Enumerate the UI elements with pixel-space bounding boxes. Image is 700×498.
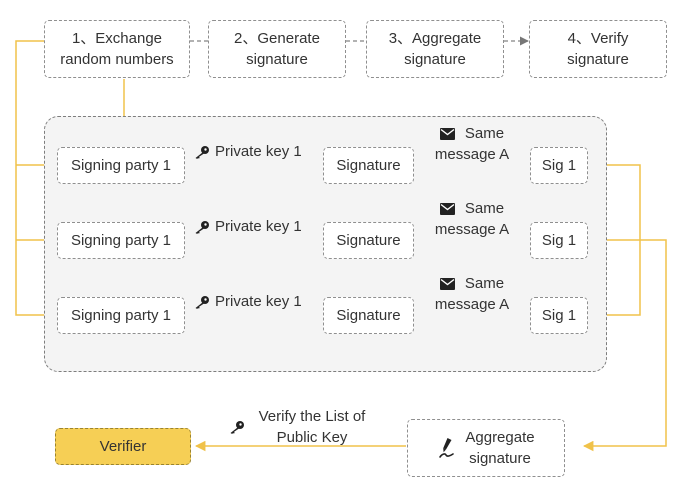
step-label-line1: 1、Exchange — [71, 30, 163, 47]
key-icon — [195, 295, 209, 309]
signing-party-box: Signing party 1 — [57, 297, 185, 334]
private-key-text: Private key 1 — [215, 293, 302, 310]
step-label-line2: signature — [246, 51, 308, 68]
signature-box: Signature — [323, 222, 414, 259]
key-icon — [195, 145, 209, 159]
sig-label: Sig 1 — [541, 157, 577, 174]
sig-box: Sig 1 — [530, 297, 588, 334]
signing-party-label: Signing party 1 — [70, 157, 172, 174]
private-key-label: Private key 1 — [194, 141, 302, 162]
step-label-line1: 3、Aggregate — [388, 30, 482, 47]
signature-box: Signature — [323, 297, 414, 334]
step-label-line1: 4、Verify — [567, 30, 629, 47]
signature-label: Signature — [336, 232, 401, 249]
step-aggregate-signature: 3、Aggregate signature — [366, 20, 504, 78]
signature-label: Signature — [336, 157, 401, 174]
verify-list-label: Verify the List of Public Key — [246, 406, 378, 448]
verifier-box: Verifier — [55, 428, 191, 465]
envelope-icon — [439, 277, 455, 290]
signing-party-label: Signing party 1 — [70, 232, 172, 249]
message-text-line1: Same — [464, 275, 505, 292]
key-icon — [230, 421, 244, 434]
signature-label: Signature — [336, 307, 401, 324]
message-text-line1: Same — [464, 125, 505, 142]
message-text-line2: message A — [434, 296, 510, 313]
step-label-line2: signature — [567, 51, 629, 68]
pen-icon — [439, 438, 455, 458]
key-icon — [195, 220, 209, 234]
signing-party-label: Signing party 1 — [70, 307, 172, 324]
private-key-text: Private key 1 — [215, 143, 302, 160]
message-text-line2: message A — [434, 146, 510, 163]
message-label: Same message A — [424, 198, 520, 240]
signing-party-box: Signing party 1 — [57, 147, 185, 184]
step-generate-signature: 2、Generate signature — [208, 20, 346, 78]
message-text-line2: message A — [434, 221, 510, 238]
step-verify-signature: 4、Verify signature — [529, 20, 667, 78]
envelope-icon — [439, 127, 455, 140]
sig-box: Sig 1 — [530, 222, 588, 259]
step-label-line1: 2、Generate — [234, 30, 320, 47]
message-label: Same message A — [424, 273, 520, 315]
message-text-line1: Same — [464, 200, 505, 217]
sig-label: Sig 1 — [541, 307, 577, 324]
step-label-line2: signature — [404, 51, 466, 68]
signing-party-box: Signing party 1 — [57, 222, 185, 259]
private-key-label: Private key 1 — [194, 291, 302, 312]
verify-label-line2: Public Key — [276, 429, 348, 446]
aggregate-label-line1: Aggregate — [465, 429, 535, 446]
sig-label: Sig 1 — [541, 232, 577, 249]
signature-box: Signature — [323, 147, 414, 184]
aggregate-signature-box: Aggregate signature — [407, 419, 565, 477]
private-key-label: Private key 1 — [194, 216, 302, 237]
verify-label-line1: Verify the List of — [258, 408, 366, 425]
envelope-icon — [439, 202, 455, 215]
aggregate-label-line2: signature — [469, 450, 531, 467]
private-key-text: Private key 1 — [215, 218, 302, 235]
step-label-line2: random numbers — [60, 51, 174, 68]
verifier-label: Verifier — [99, 438, 147, 455]
sig-box: Sig 1 — [530, 147, 588, 184]
step-exchange-random-numbers: 1、Exchange random numbers — [44, 20, 190, 78]
message-label: Same message A — [424, 123, 520, 165]
